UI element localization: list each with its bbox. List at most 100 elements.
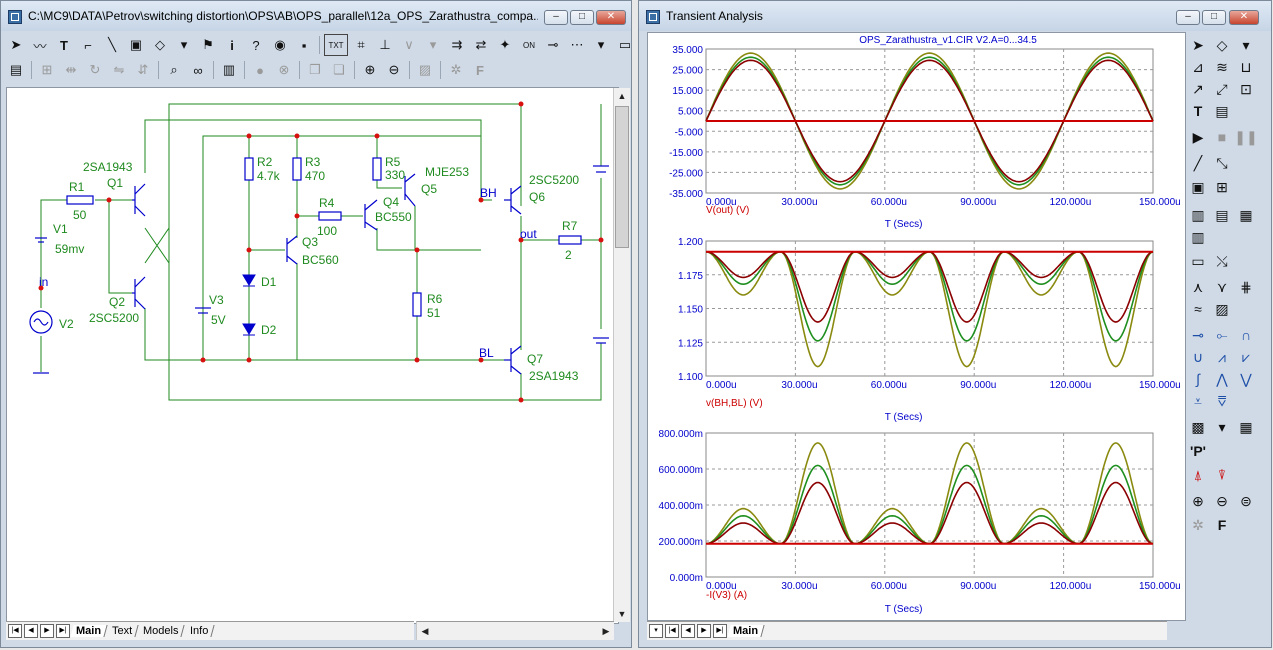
text-tool-icon[interactable]: T [1193,103,1203,119]
help-icon[interactable]: ? [252,37,260,53]
peak-icon[interactable]: ⋏ [1192,278,1204,295]
tab-info[interactable]: Info [184,625,215,637]
run-icon[interactable]: ▶ [1192,128,1204,145]
window-icon[interactable]: ▭ [618,37,632,52]
tab-main[interactable]: Main [727,625,765,637]
font-icon[interactable]: F [1217,517,1227,533]
bottom-icon[interactable]: ⩢ [1217,392,1227,409]
dropdown-icon-2[interactable]: ▾ [1218,418,1226,435]
stack-v-icon[interactable]: ▥ [1191,206,1205,223]
peak-find-icon[interactable]: ∩ [1240,327,1252,343]
tab-text[interactable]: Text [106,625,139,637]
diode-d1[interactable] [242,274,256,286]
globe-icon[interactable]: ◉ [274,37,286,52]
transistor-q4[interactable] [364,199,378,231]
analysis-titlebar[interactable]: Transient Analysis – □ ✕ [639,1,1271,31]
tab-models[interactable]: Models [137,625,186,637]
tab-first-icon[interactable]: |◀ [665,624,679,638]
merge-icon[interactable]: ⤯ [1216,252,1228,269]
info-icon[interactable]: i [230,37,234,53]
schematic-vscrollbar[interactable]: ▲ ▼ [613,88,630,622]
mirror-icon[interactable]: ⇹ [65,62,77,77]
top-icon[interactable]: ⩡ [1194,392,1202,409]
valley-find-icon[interactable]: ∪ [1192,348,1204,365]
grid-icon[interactable]: ⊞ [1216,178,1228,195]
pin-connections-icon[interactable]: ⊥ [379,37,391,52]
schematic-titlebar[interactable]: C:\MC9\DATA\Petrov\switching distortion\… [1,1,631,31]
step-icon[interactable]: ⊞ [41,62,53,77]
source-v2[interactable] [29,310,53,334]
maximize-button[interactable]: □ [1202,10,1226,25]
resistor-r1[interactable] [66,195,94,205]
resistor-r3[interactable] [292,157,302,181]
on-state-icon[interactable]: ON [523,40,535,50]
current-icon[interactable]: ⇉ [451,37,463,52]
waveform-icon[interactable]: ≈ [1194,301,1202,317]
resistor-r7[interactable] [558,235,582,245]
binoculars-icon[interactable]: ∞ [193,62,203,78]
page-icon[interactable]: ▥ [222,62,236,77]
dropdown-icon-2[interactable]: ▾ [429,37,437,52]
grid-icon[interactable]: ⋯ [570,37,584,52]
zoom-out-icon[interactable]: ⊖ [388,62,400,77]
slope-icon[interactable]: ⋕ [1240,278,1252,295]
cursor-left-icon[interactable]: ⊸ [1192,326,1204,343]
resistor-r6[interactable] [412,292,422,317]
plot-frame-icon[interactable]: ▣ [1191,178,1205,195]
properties-icon[interactable]: ▤ [1215,102,1229,119]
condition-icon[interactable]: ✦ [499,37,511,52]
inflection-icon[interactable]: ∫ [1196,371,1200,387]
stack-h-icon[interactable]: ▤ [1215,206,1229,223]
global-low-icon[interactable]: ⋁ [1240,370,1252,387]
high-icon[interactable]: ⩘ [1218,348,1226,365]
dropdown-icon[interactable]: ▾ [1242,36,1250,53]
transistor-q7[interactable] [504,345,522,375]
palette-icon[interactable]: ▩ [1191,418,1205,435]
scroll-down-icon[interactable]: ▼ [617,609,627,619]
flip-icon[interactable]: ⇋ [113,62,125,77]
tab-dropdown-icon[interactable]: ▾ [649,624,663,638]
scale-icon[interactable]: ⊿ [1192,58,1204,75]
valley-icon[interactable]: ⋎ [1216,278,1228,295]
tab-first-icon[interactable]: |◀ [8,624,22,638]
cursor-right-icon[interactable]: ⟜ [1216,326,1228,343]
stack-grid-icon[interactable]: ▦ [1239,206,1253,223]
zoom-in-icon[interactable]: ⊕ [1192,492,1204,509]
tab-next-icon[interactable]: ▶ [40,624,54,638]
restore-scale-icon[interactable]: ⊔ [1240,58,1252,75]
transistor-q3[interactable] [286,235,298,265]
resistor-r2[interactable] [244,157,254,181]
point-plot-icon[interactable]: ⤡ [1216,154,1228,171]
close-button[interactable]: ✕ [1229,10,1259,25]
chart-icon[interactable]: ▨ [1215,300,1229,317]
minimize-button[interactable]: – [544,10,568,25]
bus-icon[interactable]: ▣ [129,37,143,52]
component-icon[interactable]: 〰 [33,38,47,54]
tab-last-icon[interactable]: ▶| [56,624,70,638]
node-numbers-icon[interactable]: ⌗ [357,37,365,52]
stop-icon[interactable]: ■ [1217,129,1227,145]
pin-icon[interactable]: ⊸ [547,37,559,52]
probe-p-icon[interactable]: 'P' [1190,443,1206,459]
data-points-icon[interactable]: ⊡ [1240,80,1252,97]
step-left-icon[interactable]: ⍋ [1193,466,1203,483]
schematic-canvas[interactable]: 2SA1943 Q1 R1 50 V1 59mv V2 Q2 2SC5200 V… [6,87,619,624]
line-plot-icon[interactable]: ╱ [1193,154,1203,171]
graphics-icon[interactable]: ◇ [155,37,165,52]
stop-icon[interactable]: ● [256,62,264,78]
tab-prev-icon[interactable]: ◀ [681,624,695,638]
tracker-icon[interactable]: ⤢ [1216,80,1228,97]
text-tool-icon[interactable]: T [60,37,68,53]
find-icon[interactable]: ⌕ [170,62,178,77]
tab-prev-icon[interactable]: ◀ [24,624,38,638]
voltage-icon[interactable]: ∨ [404,37,414,52]
diode-d2[interactable] [242,323,256,335]
resistor-r5[interactable] [372,157,382,181]
gear-icon[interactable]: ✲ [450,62,462,77]
power-icon[interactable]: ⇄ [475,37,487,52]
font-icon[interactable]: F [476,62,484,78]
stack-single-icon[interactable]: ▥ [1191,228,1205,245]
diagonal-wire-icon[interactable]: ╲ [108,37,116,52]
wire-icon[interactable]: ⌐ [84,37,92,53]
zoom-in-icon[interactable]: ⊕ [364,62,376,77]
